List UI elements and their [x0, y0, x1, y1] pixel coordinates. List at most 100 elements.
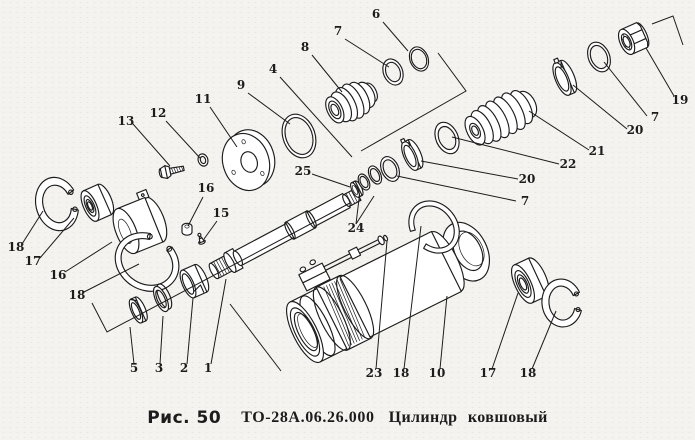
leader-line-1 — [210, 278, 227, 365]
callout-9: 9 — [237, 78, 245, 92]
callout-1: 1 — [204, 361, 212, 375]
callout-16: 16 — [198, 181, 215, 195]
leader-line-18 — [83, 263, 140, 293]
figure-designation: ТО-28А.06.26.000 — [241, 409, 375, 426]
part-circlip-right — [541, 278, 582, 328]
callout-18: 18 — [393, 366, 410, 380]
leader-line-4 — [279, 76, 353, 158]
part-spherical-bearing-left — [80, 183, 115, 222]
part-rod — [208, 188, 362, 280]
part-ring-7c — [587, 41, 611, 73]
leader-line-2 — [186, 297, 194, 365]
part-gland — [325, 81, 378, 124]
callout-13: 13 — [118, 114, 135, 128]
leader-line-16 — [187, 196, 204, 227]
part-piston — [464, 90, 538, 146]
bracket-line — [229, 303, 282, 372]
part-split-ring-20b — [400, 137, 424, 171]
callout-17: 17 — [480, 366, 497, 380]
part-scraper-ring — [128, 296, 148, 324]
callout-25: 25 — [295, 164, 312, 178]
leader-line-18 — [21, 210, 44, 245]
callout-7: 7 — [521, 194, 529, 208]
callout-18: 18 — [8, 240, 25, 254]
leader-line-17 — [39, 217, 75, 259]
leader-line-23 — [375, 240, 388, 370]
part-spherical-bearing-right — [510, 257, 550, 304]
part-ring-24b — [367, 165, 383, 185]
bracket-line — [360, 52, 467, 152]
part-small-nut — [181, 222, 193, 236]
bracket-line — [91, 202, 351, 333]
leader-line-18 — [403, 225, 422, 370]
part-seal-ring — [153, 283, 173, 313]
callout-7: 7 — [651, 110, 659, 124]
part-oring-9 — [281, 113, 317, 159]
leader-line-7 — [344, 38, 390, 68]
callout-6: 6 — [372, 7, 380, 21]
callout-4: 4 — [269, 62, 277, 76]
leader-line-21 — [528, 110, 590, 151]
part-retaining-ring-18c — [408, 200, 460, 254]
leader-line-17 — [491, 292, 519, 370]
part-ring-22 — [434, 121, 460, 155]
callout-3: 3 — [155, 361, 163, 375]
part-bushing — [179, 263, 210, 299]
leader-line-11 — [209, 106, 238, 148]
leader-line-20 — [420, 160, 519, 180]
leader-line-22 — [451, 136, 560, 165]
leader-line-25 — [311, 173, 351, 188]
leader-line-3 — [159, 315, 164, 365]
callout-8: 8 — [301, 40, 309, 54]
callout-5: 5 — [130, 361, 138, 375]
leader-line-15 — [203, 220, 218, 240]
part-flange — [221, 129, 276, 192]
callout-22: 22 — [560, 157, 577, 171]
callout-16: 16 — [50, 268, 67, 282]
callout-18: 18 — [69, 288, 86, 302]
leader-line-12 — [165, 120, 201, 159]
bracket-line — [651, 15, 684, 46]
callout-20: 20 — [519, 172, 536, 186]
callouts-layer: 1312119487619720212220725241615181716185… — [8, 7, 689, 380]
part-nut-19 — [617, 22, 650, 56]
leader-line-8 — [311, 54, 343, 93]
callout-19: 19 — [672, 93, 689, 107]
callout-12: 12 — [150, 106, 167, 120]
figure-title: Цилиндр ковшовый — [388, 409, 548, 426]
figure-number: Рис. 50 — [147, 408, 222, 428]
pipe-fitting — [377, 235, 385, 246]
leader-line-10 — [439, 295, 448, 370]
callout-2: 2 — [180, 361, 188, 375]
callout-20: 20 — [627, 123, 644, 137]
leader-line-9 — [247, 92, 291, 125]
knurl-hatching — [323, 278, 366, 347]
leader-line-13 — [132, 123, 171, 167]
callout-23: 23 — [366, 366, 383, 380]
leader-line-24 — [355, 198, 360, 225]
part-lock-washer — [197, 153, 209, 167]
callout-17: 17 — [25, 254, 42, 268]
part-rod-head — [112, 188, 168, 255]
part-ring-24a — [357, 173, 371, 191]
leader-line-5 — [129, 326, 135, 365]
leader-line-18 — [531, 310, 557, 370]
callout-21: 21 — [589, 144, 606, 158]
part-circlip-left — [34, 176, 79, 232]
figure-caption: Рис. 50 ТО-28А.06.26.000 Цилиндр ковшовы… — [0, 405, 695, 431]
callout-24: 24 — [348, 221, 365, 235]
leader-line-24 — [355, 195, 375, 225]
callout-10: 10 — [429, 366, 446, 380]
grouping-brackets — [91, 15, 684, 372]
leader-line-7 — [396, 175, 517, 202]
callout-18: 18 — [520, 366, 537, 380]
callout-7: 7 — [334, 24, 342, 38]
part-oring-6 — [408, 46, 430, 72]
part-ring-25 — [350, 180, 364, 198]
leader-line-7 — [603, 61, 648, 117]
leader-line-16 — [64, 241, 113, 273]
callout-11: 11 — [195, 92, 212, 106]
leader-line-19 — [645, 47, 675, 97]
